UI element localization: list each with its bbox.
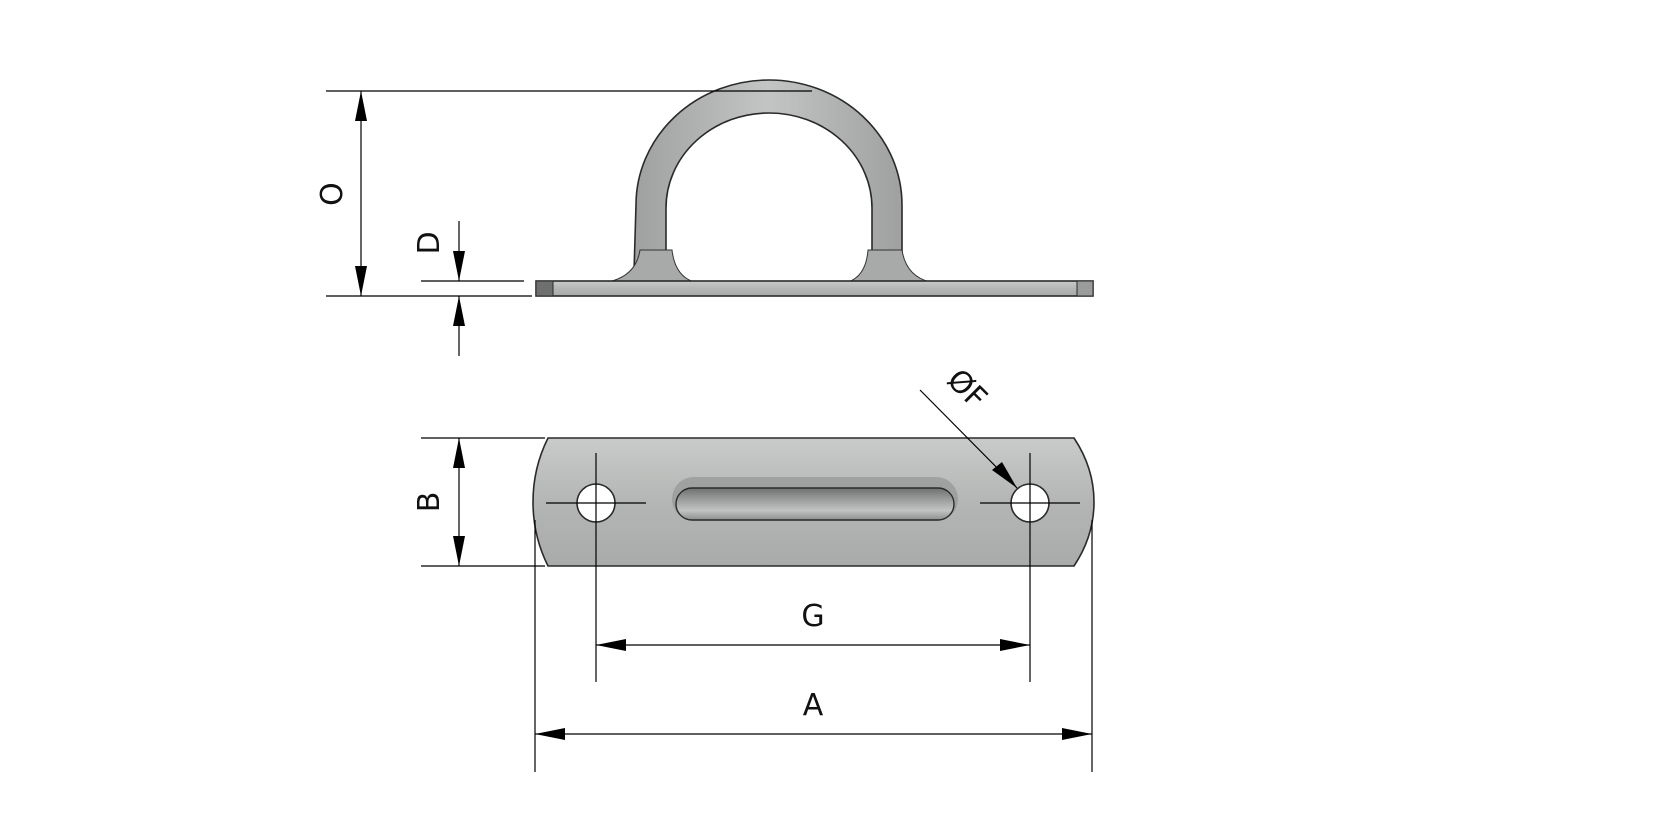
dimension-G-label: G [801,599,824,634]
side-view-plate-end-left [535,280,554,297]
side-view-plate [535,280,1094,297]
dimension-D: D [412,221,524,356]
side-view-loop [633,79,903,273]
top-view-slot [675,487,955,521]
dimension-O: O [315,90,812,297]
side-view-fillet-right [847,249,931,283]
side-view-fillet-left [607,249,695,283]
dimension-O-label: O [315,182,350,206]
dimension-G: G [596,599,1030,651]
side-view-plate-end-right [1076,280,1094,297]
dimension-D-label: D [412,231,447,254]
top-view: B ØF G A [412,362,1095,772]
dimension-B: B [412,437,545,567]
dimension-B-label: B [412,492,447,513]
side-view: O D [315,79,1094,356]
dimension-A-label: A [803,688,824,723]
dimension-F-label: ØF [940,362,994,416]
dimension-A: A [534,520,1093,772]
